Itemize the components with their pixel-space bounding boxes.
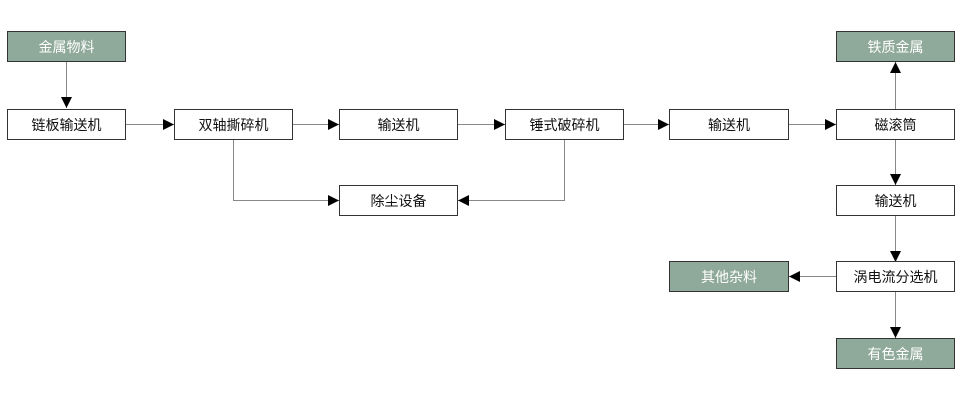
node-ferrous-metal: 铁质金属: [836, 31, 955, 62]
node-nonferrous-metal: 有色金属: [836, 338, 955, 369]
node-eddy-current-separator: 涡电流分选机: [836, 261, 955, 292]
node-metal-material: 金属物料: [7, 31, 126, 62]
node-other-debris: 其他杂料: [669, 261, 789, 292]
node-hammer-crusher: 锤式破碎机: [505, 109, 624, 140]
node-conveyor-2: 输送机: [669, 109, 789, 140]
arrow-shredder-to-dust-removal: [233, 140, 339, 206]
node-conveyor-3: 输送机: [836, 185, 955, 216]
arrow-hammer-crusher-to-dust-removal: [458, 140, 565, 206]
node-twin-shaft-shredder: 双轴撕碎机: [174, 109, 293, 140]
node-conveyor-1: 输送机: [339, 109, 458, 140]
node-dust-removal: 除尘设备: [339, 185, 458, 216]
node-magnetic-drum: 磁滚筒: [836, 109, 955, 140]
node-chain-conveyor: 链板输送机: [7, 109, 126, 140]
